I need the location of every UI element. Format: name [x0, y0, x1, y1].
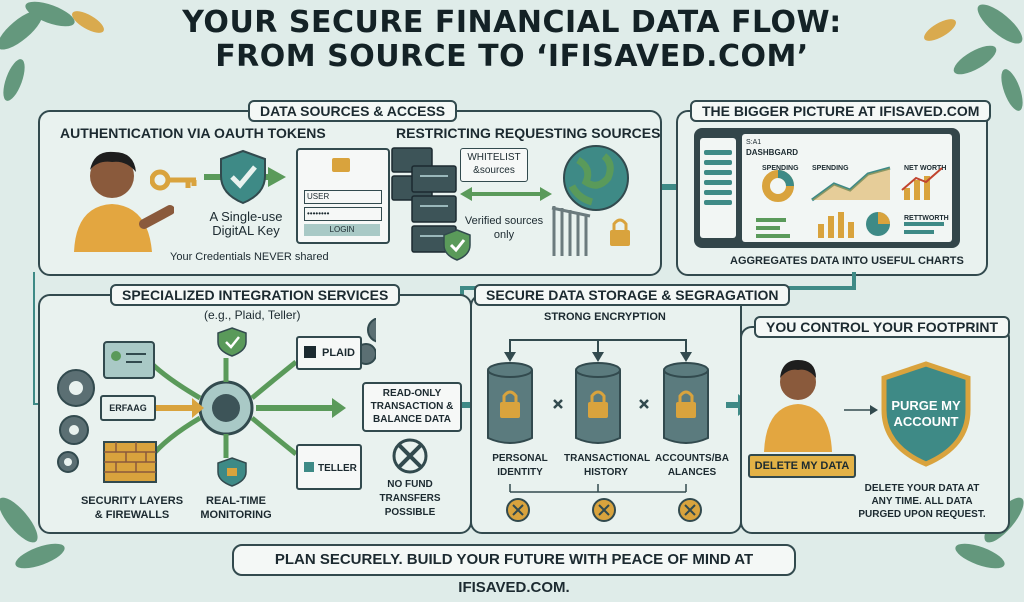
login-lock-icon: [332, 158, 350, 172]
credentials-note: Your Credentials NEVER shared: [170, 251, 329, 263]
spending-label-2: SPENDING: [812, 165, 849, 172]
teller-logo-icon: [304, 462, 314, 472]
dashboard-charts: [704, 150, 944, 238]
bigger-picture-header: THE BIGGER PICTURE AT IFISAVED.COM: [690, 100, 992, 122]
no-fund-label: NO FUND TRANSFERS POSSIBLE: [379, 479, 441, 518]
storage-databases: [487, 339, 709, 522]
shield-check-icon: [220, 149, 266, 205]
dashboard-small-label: S:A1: [746, 139, 762, 146]
control-caption: DELETE YOUR DATA AT ANY TIME. ALL DATA P…: [858, 483, 986, 520]
integration-hub-diagram: [57, 318, 376, 487]
key-caption: A Single-use DigitAL Key: [209, 209, 283, 238]
login-password-field[interactable]: ••••••••: [304, 207, 382, 221]
shield-check-small-icon: [443, 229, 471, 261]
login-button[interactable]: LOGIN: [304, 224, 380, 236]
readonly-label: READ-ONLY TRANSACTION & BALANCE DATA: [370, 388, 454, 425]
db-transactional-label: TRANSACTIONAL HISTORY: [564, 453, 651, 478]
leaves-decoration: [0, 1, 1024, 569]
teller-box[interactable]: TELLER: [296, 444, 362, 490]
delete-data-button[interactable]: DELETE MY DATA: [748, 454, 856, 478]
readonly-box: READ-ONLY TRANSACTION & BALANCE DATA: [362, 382, 462, 432]
whitelist-label: WHITELIST &sources: [467, 152, 521, 176]
footer-tagline: PLAN SECURELY. BUILD YOUR FUTURE WITH PE…: [232, 544, 796, 596]
integration-examples: (e.g., Plaid, Teller): [204, 308, 301, 322]
plaid-logo-icon: [304, 346, 316, 358]
bigger-picture-caption: AGGREGATES DATA INTO USEFUL CHARTS: [730, 255, 964, 267]
bidirectional-arrow: [460, 187, 552, 201]
login-username-field[interactable]: USER: [304, 190, 382, 204]
spending-label-1: SPENDING: [762, 165, 799, 172]
no-transfer-icon: [392, 438, 428, 474]
db-accounts-label: ACCOUNTS/BA ALANCES: [655, 453, 729, 478]
plaid-box[interactable]: PLAID: [296, 336, 362, 370]
control-header: YOU CONTROL YOUR FOOTPRINT: [754, 316, 1011, 338]
integration-header: SPECIALIZED INTEGRATION SERVICES: [110, 284, 401, 306]
arrow-to-purge: [844, 405, 878, 415]
rettworth-label: RETTWORTH: [904, 215, 949, 222]
globe-icon: [551, 145, 630, 256]
whitelist-box: WHITELIST &sources: [460, 148, 528, 182]
networth-label: NET WORTH: [904, 165, 947, 172]
erfaag-label: ERFAAG: [109, 403, 147, 413]
monitoring-label: REAL-TIME MONITORING: [200, 495, 272, 521]
person-icon: [74, 151, 174, 252]
security-layers-label: SECURITY LAYERS & FIREWALLS: [80, 495, 184, 521]
title-line-2: FROM SOURCE TO ‘IFISAVED.COM’: [215, 39, 809, 74]
db-personal-label: PERSONAL IDENTITY: [492, 453, 548, 478]
teller-label: TELLER: [318, 463, 357, 474]
verified-label: Verified sources only: [464, 215, 544, 241]
data-sources-header: DATA SOURCES & ACCESS: [248, 100, 458, 122]
erfaag-box: ERFAAG: [100, 395, 156, 421]
key-icon: [150, 169, 197, 191]
encryption-label: STRONG ENCRYPTION: [544, 311, 666, 323]
restrict-title: RESTRICTING REQUESTING SOURCES: [396, 125, 661, 141]
plaid-label: PLAID: [322, 347, 355, 359]
purge-account-button[interactable]: PURGE MY ACCOUNT: [891, 398, 961, 429]
oauth-title: AUTHENTICATION VIA OAUTH TOKENS: [60, 125, 326, 141]
dashboard-label: DASHBGARD: [746, 148, 798, 157]
login-window: USER •••••••• LOGIN: [296, 148, 390, 244]
person-control-icon: [764, 360, 832, 452]
storage-header: SECURE DATA STORAGE & SEGRAGATION: [474, 284, 791, 306]
purge-shield-icon: [881, 361, 971, 467]
title-line-1: YOUR SECURE FINANCIAL DATA FLOW:: [182, 5, 842, 40]
page-title: YOUR SECURE FINANCIAL DATA FLOW: FROM SO…: [0, 6, 1024, 74]
